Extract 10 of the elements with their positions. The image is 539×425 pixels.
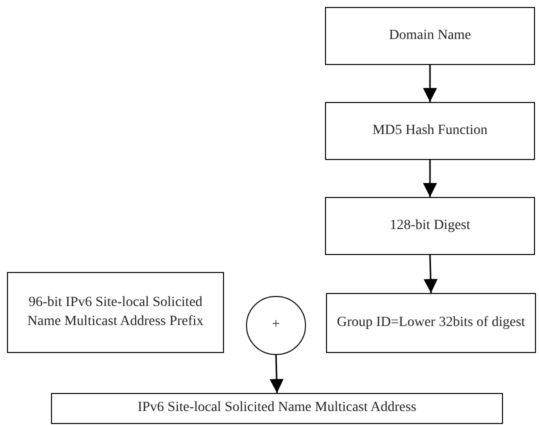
arrow bbox=[423, 160, 437, 197]
arrow bbox=[423, 65, 437, 102]
process-box: IPv6 Site-local Solicited Name Multicast Address bbox=[51, 393, 503, 424]
arrow bbox=[270, 354, 284, 394]
process-box: Domain Name bbox=[325, 7, 535, 65]
process-box: 128-bit Digest bbox=[325, 197, 535, 255]
process-box: Group ID=Lower 32bits of digest bbox=[326, 293, 536, 353]
arrow bbox=[424, 254, 438, 294]
process-box: 96-bit IPv6 Site-local Solicited Name Multicast Address Prefix bbox=[7, 272, 224, 353]
process-box: MD5 Hash Function bbox=[325, 102, 535, 160]
